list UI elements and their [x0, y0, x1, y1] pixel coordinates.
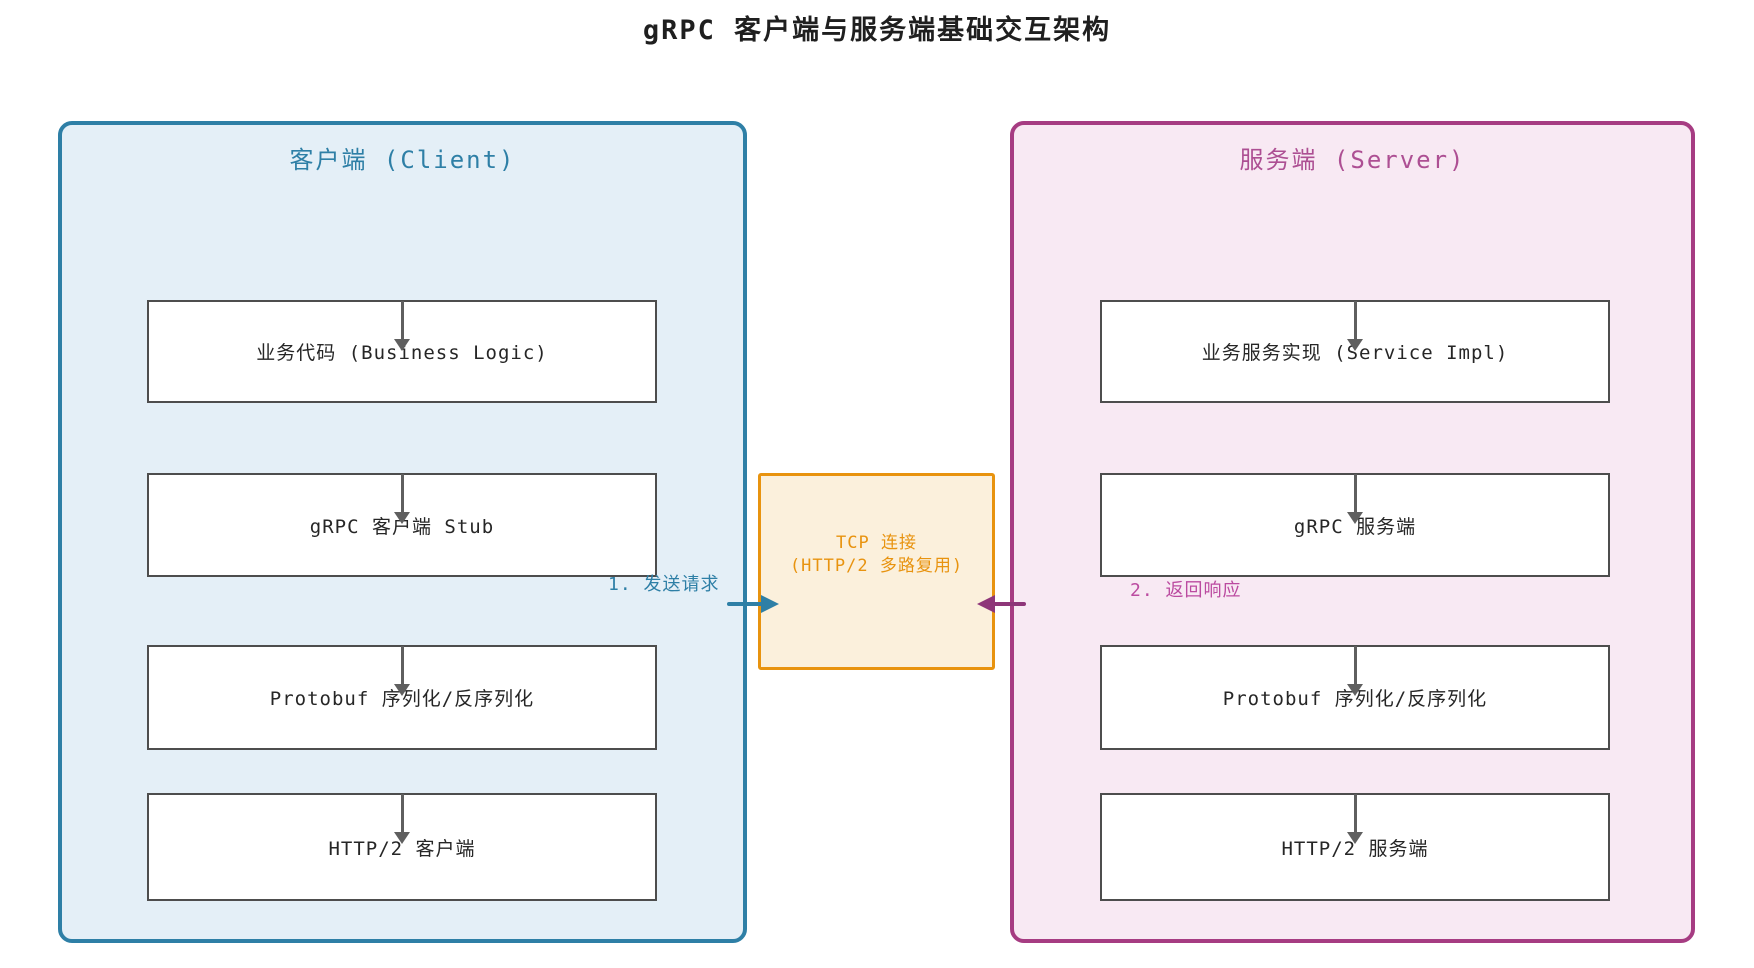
down-arrow-icon [394, 832, 410, 844]
node-label: 业务代码 (Business Logic) [256, 342, 548, 364]
tcp-connection-box: TCP 连接 (HTTP/2 多路复用) [758, 473, 995, 670]
server-node-grpc-server: gRPC 服务端 [1100, 473, 1610, 577]
down-arrow-line [1354, 474, 1357, 512]
request-arrow-line [727, 602, 765, 606]
down-arrow-icon [1347, 684, 1363, 696]
tcp-connection-label-line1: TCP 连接 [836, 532, 917, 553]
server-node-http2: HTTP/2 服务端 [1100, 793, 1610, 901]
response-flow-label: 2. 返回响应 [1130, 580, 1242, 601]
node-label: gRPC 服务端 [1293, 515, 1417, 538]
response-arrow-icon [977, 595, 995, 613]
client-node-protobuf: Protobuf 序列化/反序列化 [147, 645, 657, 750]
node-label: gRPC 客户端 Stub [309, 515, 495, 538]
node-label: 业务服务实现 (Service Impl) [1201, 342, 1509, 364]
tcp-connection-label-line2: (HTTP/2 多路复用) [789, 555, 964, 576]
server-node-service-impl: 业务服务实现 (Service Impl) [1100, 300, 1610, 403]
server-node-protobuf: Protobuf 序列化/反序列化 [1100, 645, 1610, 750]
down-arrow-line [401, 301, 404, 339]
node-label: Protobuf 序列化/反序列化 [1222, 688, 1488, 710]
diagram-title: gRPC 客户端与服务端基础交互架构 [642, 15, 1112, 46]
down-arrow-line [1354, 794, 1357, 832]
client-node-grpc-stub: gRPC 客户端 Stub [147, 473, 657, 577]
down-arrow-icon [1347, 832, 1363, 844]
client-header: 客户端 (Client) [289, 146, 516, 174]
down-arrow-icon [1347, 339, 1363, 351]
node-label: HTTP/2 客户端 [328, 837, 476, 860]
down-arrow-icon [1347, 512, 1363, 524]
server-header: 服务端 (Server) [1239, 146, 1466, 174]
down-arrow-icon [394, 339, 410, 351]
down-arrow-line [401, 474, 404, 512]
node-label: Protobuf 序列化/反序列化 [269, 688, 535, 710]
request-flow-label: 1. 发送请求 [608, 574, 720, 595]
down-arrow-icon [394, 512, 410, 524]
down-arrow-line [1354, 301, 1357, 339]
down-arrow-line [401, 794, 404, 832]
down-arrow-line [1354, 646, 1357, 684]
client-node-business-logic: 业务代码 (Business Logic) [147, 300, 657, 403]
down-arrow-line [401, 646, 404, 684]
down-arrow-icon [394, 684, 410, 696]
node-label: HTTP/2 服务端 [1281, 837, 1429, 860]
request-arrow-icon [761, 595, 779, 613]
response-arrow-line [991, 602, 1026, 606]
client-node-http2: HTTP/2 客户端 [147, 793, 657, 901]
